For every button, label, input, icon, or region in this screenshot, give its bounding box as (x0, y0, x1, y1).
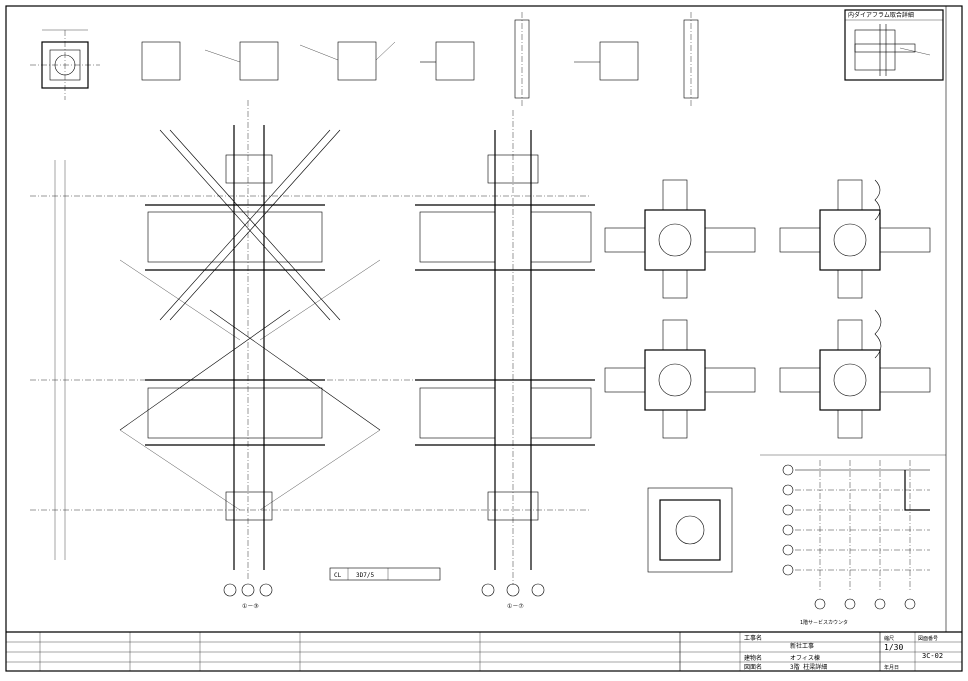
elevation-left: ①－③ (30, 100, 590, 610)
project-name: 新社工事 (790, 642, 814, 650)
inset-title: 内ダイアフラム取合詳細 (848, 11, 914, 19)
sheet-border (5, 5, 963, 672)
elevation-tag-value: 3D7/5 (356, 572, 374, 579)
drawing-name: 3階 柱梁詳細 (790, 663, 827, 671)
elevation-prefix: CL (334, 572, 342, 579)
elevation-center: ①－⑦ (415, 110, 595, 610)
diaphragm-inset: 内ダイアフラム取合詳細 (844, 9, 944, 81)
number-label: 図面番号 (918, 635, 938, 642)
plan-caption: 1階サ－ビスカウンタ (800, 619, 848, 626)
project-label: 工事名 (744, 634, 762, 642)
drawing-label: 図面名 (744, 663, 762, 671)
scale-label: 縮尺 (884, 635, 894, 642)
axis-label-right: ①－⑦ (507, 603, 524, 610)
axis-label-left: ①－③ (242, 603, 259, 610)
drawing-number: 3C-02 (922, 652, 943, 660)
building-label: 建物名 (744, 654, 762, 662)
top-detail-row (30, 12, 699, 106)
elevation-tag: CL 3D7/5 (329, 567, 441, 581)
plan-grid: 1階サ－ビスカウンタ (760, 454, 946, 626)
date-label: 年月日 (884, 664, 899, 671)
building-name: オフィス棟 (790, 654, 820, 662)
title-block: 工事名 新社工事 建物名 オフィス棟 図面名 3階 柱梁詳細 縮尺 1/30 年… (6, 631, 962, 671)
scale-value: 1/30 (884, 643, 903, 652)
joint-details (604, 179, 931, 573)
